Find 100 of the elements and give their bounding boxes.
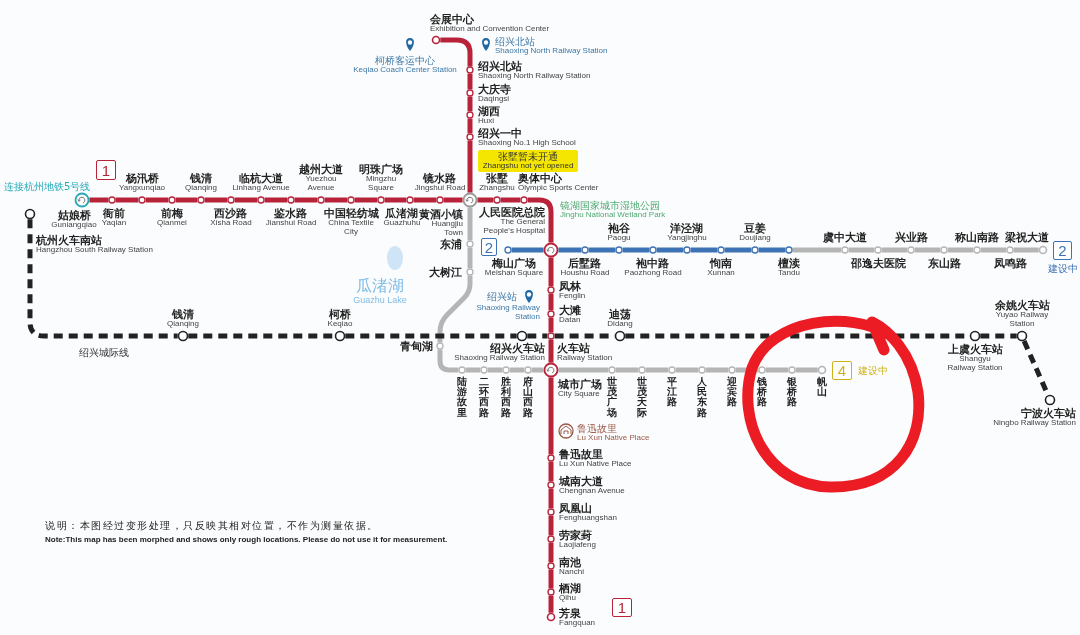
station-name: 帆山 bbox=[817, 377, 827, 398]
station-dot bbox=[436, 342, 444, 350]
station-name: 青甸湖 bbox=[400, 339, 433, 353]
metro-line bbox=[413, 197, 437, 203]
landmark-label-english: Shaoxing North Railway Station bbox=[495, 46, 608, 56]
notice-translation: Zhangshu not yet opened bbox=[482, 162, 574, 171]
station-name: 钱桥路 bbox=[757, 377, 767, 408]
metro-line bbox=[477, 197, 494, 203]
station-dot bbox=[785, 246, 793, 254]
station-dot bbox=[717, 246, 725, 254]
station-name-english: Xisha Road bbox=[210, 219, 252, 228]
railway-station-circle bbox=[969, 330, 981, 342]
station-dot bbox=[227, 196, 235, 204]
station-name: 世茂广场 bbox=[607, 377, 617, 418]
station-name-english: Ningbo Railway Station bbox=[993, 419, 1076, 428]
station-name: 钱清 bbox=[190, 172, 212, 185]
station-name-english: Huangjiu Town bbox=[431, 220, 463, 238]
station-name-english: The General People's Hospital bbox=[483, 218, 545, 236]
station-dot bbox=[728, 366, 736, 374]
station-name-english: Laojiafeng bbox=[559, 540, 596, 550]
station-dot bbox=[907, 246, 915, 254]
terminal-station-dot bbox=[546, 612, 556, 622]
metro-line bbox=[615, 367, 639, 373]
station-dot bbox=[940, 246, 948, 254]
railway-station-circle bbox=[1044, 394, 1056, 406]
station-dot bbox=[547, 535, 555, 543]
station-name: 上虞火车站 bbox=[947, 343, 1003, 356]
metro-line bbox=[914, 247, 941, 253]
station-name-english: Chengnan Avenue bbox=[559, 486, 625, 496]
station-name-english: Didang bbox=[607, 320, 633, 329]
station-name: 袍谷 bbox=[608, 222, 630, 235]
metro-line bbox=[89, 197, 109, 203]
note-text-english: Note:This map has been morphed and shows only rough locations. Please do not use it for measurement. bbox=[45, 535, 448, 545]
station-name: 人民东路 bbox=[697, 377, 707, 418]
terminal-station-dot bbox=[1038, 245, 1048, 255]
metro-line bbox=[675, 367, 699, 373]
station-name: 奥体中心 bbox=[518, 172, 562, 185]
railway-line bbox=[527, 333, 548, 339]
status-label: 建设中 bbox=[858, 364, 888, 377]
metro-line bbox=[548, 542, 554, 563]
metro-line bbox=[1013, 247, 1039, 253]
station-dot bbox=[698, 366, 706, 374]
station-name-english: Railway Station bbox=[557, 354, 613, 363]
metro-line bbox=[204, 197, 228, 203]
station-name-english: Qianqing bbox=[167, 320, 199, 329]
station-name-english: Hangzhou South Railway Station bbox=[36, 246, 153, 255]
station-name-english: Fangquan bbox=[559, 618, 596, 628]
station-dot bbox=[638, 366, 646, 374]
notice-text: 张墅暂未开通 bbox=[498, 151, 558, 163]
landmark-label-english: Keqiao Coach Center Station bbox=[353, 65, 457, 75]
station-dot bbox=[841, 246, 849, 254]
station-name-english: Linhang Avenue bbox=[232, 184, 290, 193]
station-name-english: Qianqing bbox=[185, 184, 217, 193]
station-name-english: Paozhong Road bbox=[624, 269, 682, 278]
station-name-english: Yangxunqiao bbox=[118, 184, 166, 193]
station-dot bbox=[547, 562, 555, 570]
station-name: 迎宾路 bbox=[727, 377, 737, 408]
station-name: 绍兴北站 bbox=[478, 59, 522, 72]
metro-line bbox=[264, 197, 288, 203]
metro-line bbox=[792, 247, 842, 253]
station-name: 杨汛桥 bbox=[125, 172, 159, 185]
railway-station-circle bbox=[614, 330, 626, 342]
station-name: 胜利西路 bbox=[501, 377, 511, 418]
interchange-icon bbox=[543, 362, 559, 378]
metro-line bbox=[765, 367, 789, 373]
metro-line bbox=[735, 367, 759, 373]
station-name-english: Shangyu Railway Station bbox=[946, 355, 1004, 373]
station-name: 会展中心 bbox=[430, 13, 474, 26]
metro-line bbox=[467, 73, 473, 90]
metro-line bbox=[443, 197, 463, 203]
station-name: 栖湖 bbox=[559, 581, 581, 594]
station-dot bbox=[466, 268, 474, 276]
station-dot bbox=[751, 246, 759, 254]
station-name: 南池 bbox=[559, 555, 581, 568]
station-name: 杭州火车南站 bbox=[36, 234, 102, 246]
lake-label-english: Guazhu Lake bbox=[353, 296, 407, 306]
station-name-english: China Textile City bbox=[328, 219, 374, 237]
station-name: 豆姜 bbox=[744, 222, 766, 235]
station-name: 凤鸣路 bbox=[993, 257, 1027, 270]
metro-line bbox=[548, 317, 554, 333]
station-name-english: Olympic Sports Center bbox=[518, 184, 599, 193]
line-number-badge: 1 bbox=[96, 160, 116, 180]
station-dot bbox=[458, 366, 466, 374]
station-name-english: Houshu Road bbox=[560, 269, 610, 278]
metro-line bbox=[558, 247, 582, 253]
station-dot bbox=[608, 366, 616, 374]
station-dot bbox=[581, 246, 589, 254]
station-name-english: Yuezhou Avenue bbox=[304, 175, 338, 193]
station-dot bbox=[257, 196, 265, 204]
station-dot bbox=[649, 246, 657, 254]
station-name-english: Jingshui Road bbox=[414, 184, 466, 193]
station-name-english: Guazhuhu bbox=[383, 219, 421, 228]
station-name: 鉴水路 bbox=[274, 207, 308, 219]
railway-station-circle bbox=[1016, 330, 1028, 342]
metro-line bbox=[437, 275, 473, 343]
landmark-label-english: Shaoxing Railway Station bbox=[475, 304, 540, 322]
station-name: 府山西路 bbox=[523, 377, 533, 418]
station-name-english: Shaoxing North Railway Station bbox=[478, 71, 591, 81]
station-name-english: Huxi bbox=[478, 116, 494, 126]
station-dot bbox=[504, 246, 512, 254]
